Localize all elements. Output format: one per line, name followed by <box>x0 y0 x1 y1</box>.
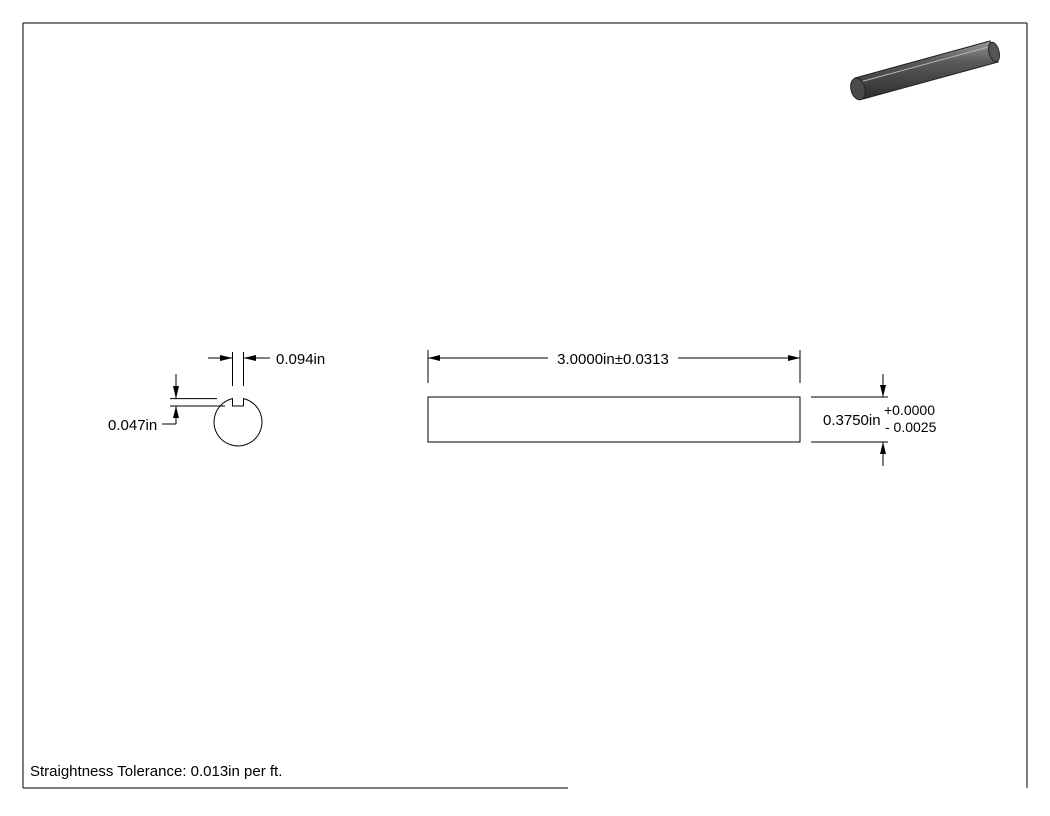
straightness-note: Straightness Tolerance: 0.013in per ft. <box>30 763 282 780</box>
slot-depth-dimension <box>162 374 225 425</box>
sheet-border <box>22 22 1028 789</box>
iso-rod-view <box>850 40 1000 101</box>
slot-width-dimension <box>208 352 270 386</box>
diameter-tol-minus: - 0.0025 <box>885 419 937 435</box>
slot-depth-label: 0.047in <box>108 417 157 434</box>
diameter-dimension <box>811 374 888 466</box>
side-view <box>427 396 801 443</box>
length-label: 3.0000in±0.0313 <box>557 351 669 368</box>
slot-width-label: 0.094in <box>276 351 325 368</box>
end-view <box>213 397 263 447</box>
diameter-tol-plus: +0.0000 <box>884 402 935 418</box>
diameter-label: 0.3750in <box>823 412 881 429</box>
length-dimension <box>427 350 801 383</box>
